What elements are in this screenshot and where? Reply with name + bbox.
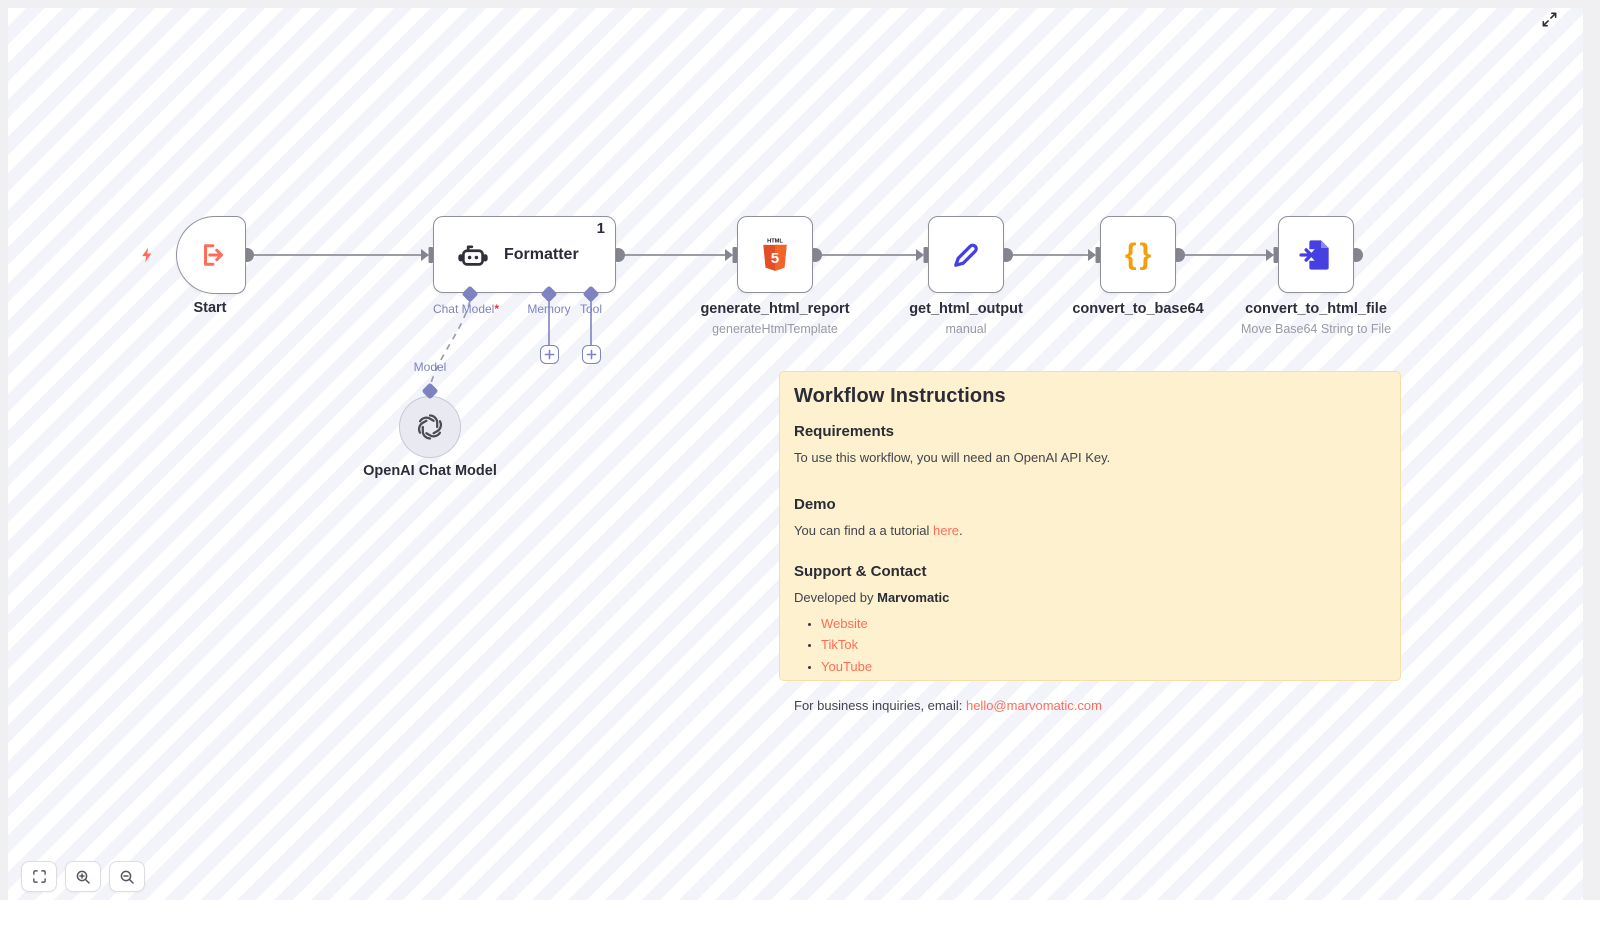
list-item: YouTube bbox=[821, 658, 1386, 676]
start-trigger-icon bbox=[204, 244, 223, 266]
node-gethtml-label: get_html_output bbox=[909, 301, 1023, 317]
support-links-list: Website TikTok YouTube bbox=[794, 615, 1386, 676]
fit-view-button[interactable] bbox=[21, 861, 57, 892]
zoom-in-button[interactable] bbox=[65, 861, 101, 892]
node-generate-subtitle: generateHtmlTemplate bbox=[712, 322, 838, 337]
requirements-body: To use this workflow, you will need an O… bbox=[794, 450, 1111, 465]
sticky-title: Workflow Instructions bbox=[794, 385, 1006, 407]
expand-canvas-button[interactable] bbox=[1538, 8, 1560, 30]
node-convert-to-base64[interactable]: {} bbox=[1100, 216, 1176, 293]
node-openai-label: OpenAI Chat Model bbox=[363, 463, 497, 479]
list-item: Website bbox=[821, 615, 1386, 633]
zoom-out-icon bbox=[120, 870, 134, 884]
contact-line: For business inquiries, email: hello@mar… bbox=[794, 697, 1102, 713]
required-marker: * bbox=[494, 302, 500, 316]
list-item: TikTok bbox=[821, 636, 1386, 654]
port-tool-label: Tool bbox=[579, 302, 602, 316]
node-start-caption: Start bbox=[160, 299, 260, 317]
developed-by: Developed by Marvomatic bbox=[794, 590, 950, 606]
node-htmlfile-subtitle: Move Base64 String to File bbox=[1240, 322, 1392, 337]
requirements-heading: Requirements bbox=[794, 423, 895, 440]
bottom-strip bbox=[0, 900, 1600, 938]
youtube-link[interactable]: YouTube bbox=[821, 658, 873, 674]
fit-view-icon bbox=[32, 870, 46, 883]
website-link[interactable]: Website bbox=[821, 615, 868, 631]
robot-agent-icon bbox=[458, 244, 488, 266]
html5-icon: HTML 5 bbox=[763, 238, 787, 271]
add-memory-button[interactable] bbox=[540, 345, 559, 364]
node-htmlfile-caption: convert_to_html_file Move Base64 String … bbox=[1226, 300, 1406, 336]
node-generate-caption: generate_html_report generateHtmlTemplat… bbox=[685, 300, 865, 336]
file-import-icon bbox=[1299, 239, 1329, 270]
trigger-lightning-icon bbox=[142, 247, 152, 263]
tutorial-link[interactable]: here bbox=[933, 522, 960, 538]
svg-text:5: 5 bbox=[771, 250, 780, 267]
node-formatter-label: Formatter bbox=[504, 245, 579, 263]
node-openai-chat-model[interactable] bbox=[399, 396, 461, 458]
node-formatter[interactable]: Formatter 1 bbox=[433, 216, 616, 293]
plus-icon bbox=[586, 349, 597, 360]
tiktok-link[interactable]: TikTok bbox=[821, 637, 859, 653]
plus-icon bbox=[544, 349, 555, 360]
node-gethtml-caption: get_html_output manual bbox=[876, 300, 1056, 336]
node-convert-to-html-file[interactable] bbox=[1278, 216, 1354, 293]
curly-braces-icon: {} bbox=[1124, 237, 1155, 271]
demo-body: You can find a a tutorial here. bbox=[794, 522, 963, 538]
expand-diagonal-icon bbox=[1542, 12, 1556, 26]
svg-text:HTML: HTML bbox=[767, 238, 783, 244]
node-get-html-output[interactable] bbox=[928, 216, 1004, 293]
node-generate-label: generate_html_report bbox=[700, 301, 850, 317]
sticky-note[interactable]: Workflow Instructions Requirements To us… bbox=[779, 371, 1401, 713]
add-tool-button[interactable] bbox=[582, 345, 601, 364]
pen-icon bbox=[954, 243, 978, 267]
port-model-label: Model bbox=[413, 360, 447, 374]
zoom-out-button[interactable] bbox=[109, 861, 145, 892]
node-openai-caption: OpenAI Chat Model bbox=[330, 462, 530, 480]
email-link[interactable]: hello@marvomatic.com bbox=[965, 697, 1102, 713]
zoom-in-icon bbox=[76, 870, 90, 884]
support-heading: Support & Contact bbox=[794, 563, 927, 581]
node-start-label: Start bbox=[193, 300, 227, 316]
port-chat-model-label: Chat Model* bbox=[432, 302, 500, 316]
node-generate-html-report[interactable]: HTML 5 bbox=[737, 216, 813, 293]
node-start[interactable] bbox=[176, 216, 246, 294]
node-base64-caption: convert_to_base64 bbox=[1048, 300, 1228, 318]
openai-logo-icon bbox=[417, 414, 443, 440]
node-base64-label: convert_to_base64 bbox=[1072, 301, 1204, 317]
node-htmlfile-label: convert_to_html_file bbox=[1245, 301, 1387, 317]
demo-heading: Demo bbox=[794, 495, 836, 513]
developer-name: Marvomatic bbox=[877, 590, 950, 606]
items-count-badge: 1 bbox=[596, 220, 605, 237]
node-gethtml-subtitle: manual bbox=[945, 322, 987, 337]
